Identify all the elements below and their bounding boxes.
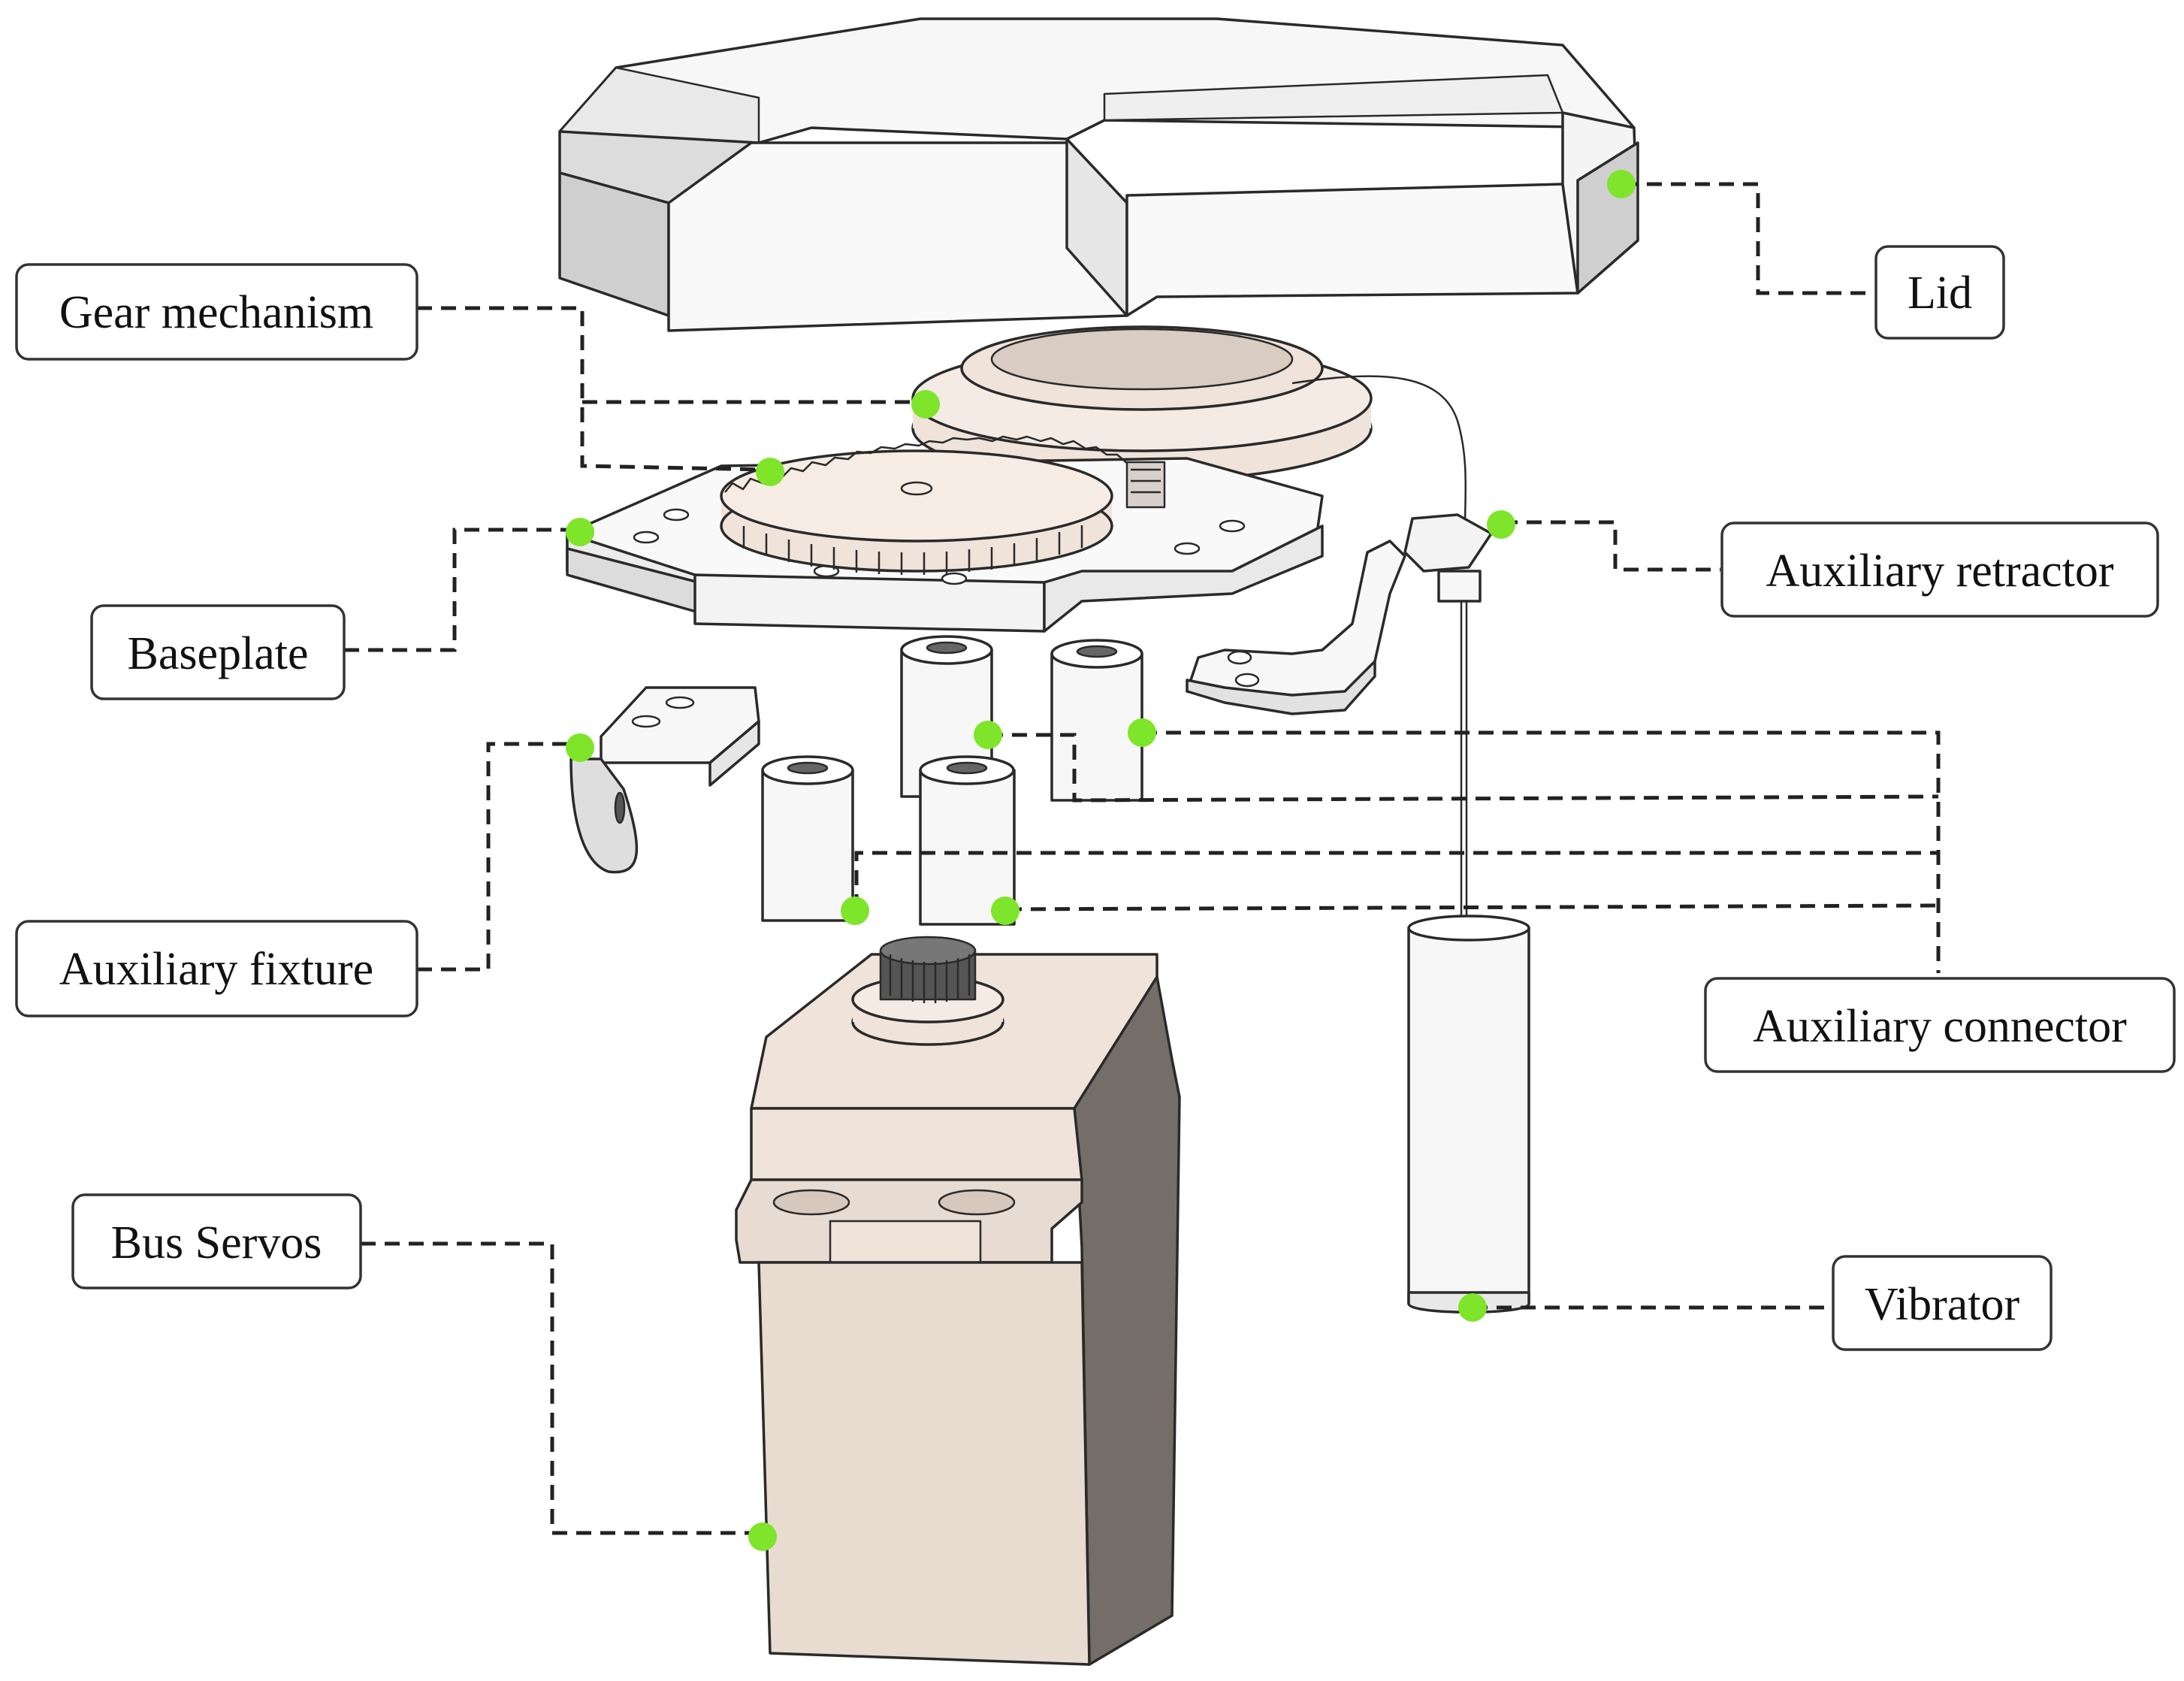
marker-auxiliary-retractor — [1487, 510, 1515, 539]
auxiliary-fixture-part — [569, 686, 760, 874]
label-bus-servos: Bus Servos — [71, 1193, 362, 1289]
svg-text:Auxiliary fixture: Auxiliary fixture — [59, 944, 373, 995]
leader-auxiliary-connector-a — [988, 733, 1939, 803]
leader-baseplate — [344, 528, 578, 652]
marker-connector-3 — [841, 896, 869, 925]
leader-lines — [344, 182, 1941, 1535]
bus-servo-part — [735, 936, 1181, 1666]
marker-gear — [756, 458, 784, 486]
leader-lid — [1623, 182, 1874, 295]
marker-connector-2 — [1128, 718, 1156, 747]
svg-text:Vibrator: Vibrator — [1865, 1279, 2020, 1330]
auxiliary-retractor-part — [1186, 513, 1493, 921]
leader-auxiliary-fixture — [417, 742, 578, 972]
svg-text:Gear mechanism: Gear mechanism — [59, 287, 373, 338]
leader-bus-servos — [361, 1241, 759, 1535]
baseplate-part — [566, 435, 1324, 633]
svg-text:Lid: Lid — [1908, 268, 1972, 319]
svg-text:Baseplate: Baseplate — [127, 628, 308, 679]
label-auxiliary-retractor: Auxiliary retractor — [1720, 522, 2159, 618]
label-lid: Lid — [1874, 245, 2005, 340]
marker-connector-4 — [991, 896, 1020, 925]
lid-part — [558, 17, 1639, 332]
vibrator-part — [1407, 915, 1530, 1314]
leader-auxiliary-connector-b — [854, 851, 1938, 909]
label-baseplate: Baseplate — [90, 604, 346, 700]
auxiliary-connector-part — [761, 635, 1143, 926]
marker-gear-ring — [911, 390, 940, 419]
label-auxiliary-connector: Auxiliary connector — [1704, 977, 2176, 1073]
label-auxiliary-fixture: Auxiliary fixture — [15, 920, 418, 1017]
gear-mechanism-part — [911, 325, 1467, 527]
marker-baseplate — [566, 518, 594, 546]
svg-text:Auxiliary connector: Auxiliary connector — [1753, 1001, 2127, 1052]
leader-auxiliary-connector-main — [1142, 730, 1941, 973]
marker-vibrator — [1458, 1293, 1487, 1322]
svg-text:Auxiliary retractor: Auxiliary retractor — [1766, 546, 2113, 597]
marker-bus-servos — [748, 1522, 777, 1551]
leader-auxiliary-connector-c — [1006, 903, 1939, 912]
marker-dots — [566, 170, 1636, 1551]
label-vibrator: Vibrator — [1832, 1255, 2053, 1351]
marker-auxiliary-fixture — [566, 733, 594, 762]
marker-connector-1 — [974, 721, 1002, 749]
label-gear-mechanism: Gear mechanism — [15, 263, 418, 361]
leader-gear-mechanism — [417, 306, 767, 472]
leader-auxiliary-retractor — [1503, 520, 1720, 572]
marker-lid — [1607, 170, 1636, 198]
svg-text:Bus Servos: Bus Servos — [111, 1217, 322, 1268]
